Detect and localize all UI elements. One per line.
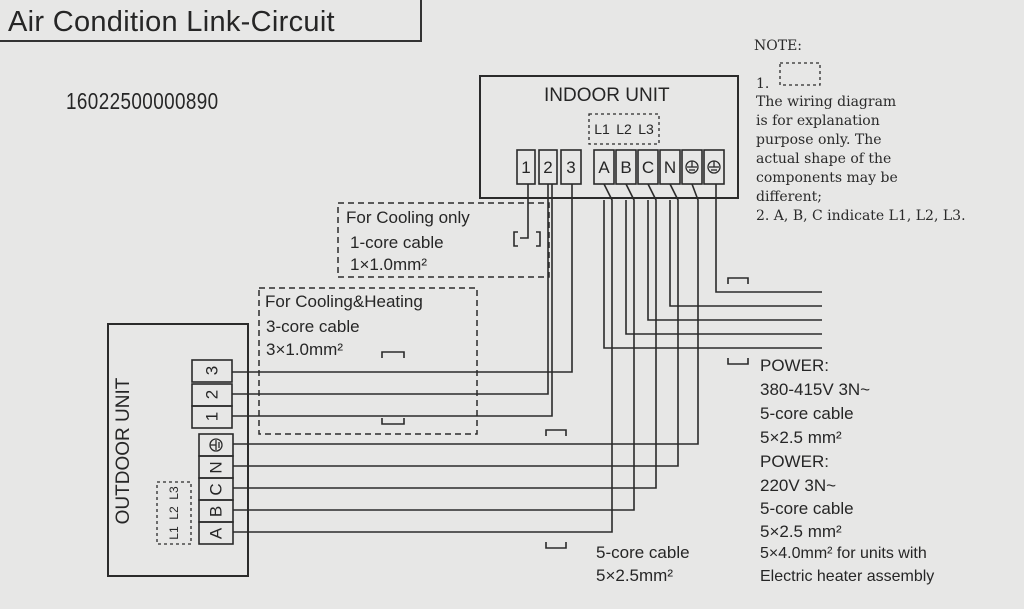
cooling-heating-box [258, 287, 478, 435]
indoor-terminal-a: A [598, 158, 610, 177]
cooling-heating-cable: 3-core cable [266, 317, 360, 336]
indoor-phase-l2: L2 [616, 121, 632, 137]
indoor-terminal-c: C [641, 158, 655, 177]
cable-clamp-icon [513, 231, 541, 247]
outdoor-phase-l2: L2 [167, 506, 181, 520]
cooling-only-title: For Cooling only [346, 208, 470, 227]
indoor-phase-box [588, 113, 660, 145]
cable-clamp-icon [545, 429, 567, 436]
power-spec-line: 5×4.0mm² for units with [760, 545, 927, 562]
link-cable-size: 5×2.5mm² [596, 566, 673, 585]
indoor-terminal-3: 3 [566, 158, 576, 177]
note-line: The wiring diagram [756, 94, 897, 110]
outdoor-unit-box [107, 323, 249, 577]
cooling-only-box [337, 202, 550, 278]
power-spec-line: POWER: [760, 452, 829, 471]
power-spec-line: 5-core cable [760, 404, 854, 423]
indoor-terminal-b: B [620, 158, 632, 177]
power-spec-line: 380-415V 3N~ [760, 380, 871, 399]
cable-clamp-icon [727, 358, 749, 365]
power-spec-line: 220V 3N~ [760, 476, 837, 495]
note-line: purpose only. The [756, 132, 882, 148]
note-line: is for explanation [756, 113, 880, 129]
note-line: actual shape of the [756, 151, 892, 167]
note-heading: NOTE: [754, 38, 803, 54]
power-spec-line: POWER: [760, 356, 829, 375]
ground-icon [707, 160, 721, 174]
outdoor-unit-label: OUTDOOR UNIT [113, 377, 134, 525]
title-frame [0, 0, 422, 42]
indoor-phase-l1: L1 [594, 121, 610, 137]
note-dashed-symbol [779, 62, 821, 86]
cooling-heating-title: For Cooling&Heating [265, 292, 423, 311]
document-code: 16022500000890 [66, 88, 219, 114]
power-spec-line: 5-core cable [760, 499, 854, 518]
indoor-unit-box [479, 75, 739, 199]
cooling-heating-size: 3×1.0mm² [266, 340, 343, 359]
cable-clamp-icon [545, 542, 567, 549]
cooling-only-size: 1×1.0mm² [350, 255, 427, 274]
outdoor-terminal-n: N [206, 461, 226, 474]
cooling-only-cable: 1-core cable [350, 233, 444, 252]
outdoor-terminal-a: A [206, 527, 226, 540]
cable-clamp-icon [381, 351, 405, 358]
note-line: components may be [756, 170, 898, 186]
power-spec-line: 5×2.5 mm² [760, 522, 842, 541]
power-spec-line: Electric heater assembly [760, 568, 935, 585]
cable-clamp-icon [727, 277, 749, 284]
link-cable-type: 5-core cable [596, 543, 690, 562]
indoor-terminal-1: 1 [521, 158, 531, 177]
outdoor-phase-l3: L3 [167, 486, 181, 500]
ground-icon [685, 160, 699, 174]
outdoor-terminal-c: C [206, 483, 226, 496]
indoor-terminal-2: 2 [543, 158, 553, 177]
outdoor-phase-l1: L1 [167, 526, 181, 540]
note-line: different; [756, 189, 823, 205]
indoor-phase-l3: L3 [638, 121, 654, 137]
page-title: Air Condition Link-Circuit [8, 6, 335, 38]
indoor-terminal-n: N [663, 158, 677, 177]
cable-clamp-icon [381, 418, 405, 425]
outdoor-terminal-1: 1 [202, 411, 222, 422]
note-line: 2. A, B, C indicate L1, L2, L3. [756, 208, 966, 224]
ground-icon [209, 438, 223, 452]
outdoor-terminal-b: B [206, 505, 226, 518]
note-item1-prefix: 1. [756, 76, 770, 92]
outdoor-terminal-2: 2 [202, 389, 222, 400]
outdoor-terminal-3: 3 [202, 365, 222, 376]
indoor-unit-label: INDOOR UNIT [544, 85, 670, 106]
power-spec-line: 5×2.5 mm² [760, 428, 842, 447]
